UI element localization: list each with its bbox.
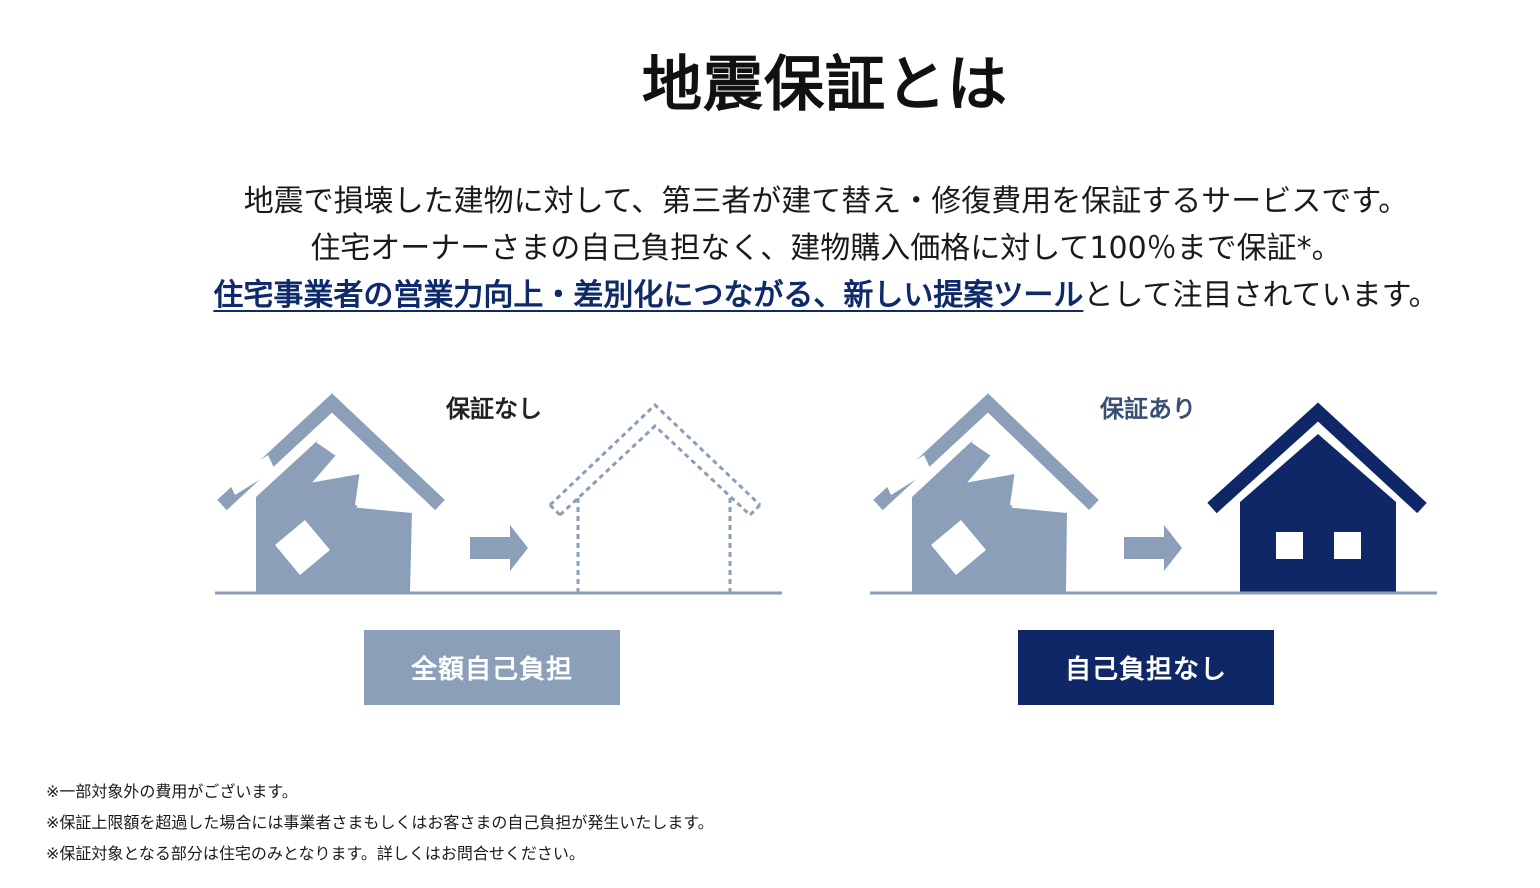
no-self-pay-box: 自己負担なし — [1018, 630, 1274, 705]
intro-line-3-rest: として注目されています。 — [1083, 278, 1439, 313]
footnote-1: ※一部対象外の費用がございます。 — [46, 782, 298, 801]
footnote-2: ※保証上限額を超過した場合には事業者さまもしくはお客さまの自己負担が発生いたしま… — [46, 813, 714, 832]
with-guarantee-label: 保証あり — [1100, 395, 1196, 423]
full-self-pay-box: 全額自己負担 — [364, 630, 620, 705]
footnote-3: ※保証対象となる部分は住宅のみとなります。詳しくはお問合せください。 — [46, 844, 585, 863]
comparison-illustration — [0, 380, 1540, 720]
intro-line-2: 住宅オーナーさまの自己負担なく、建物購入価格に対して100％まで保証*。 — [310, 231, 1342, 266]
rebuilt-house-icon — [1207, 402, 1427, 592]
damaged-house-icon-right — [873, 393, 1099, 592]
without-guarantee-label: 保証なし — [446, 395, 542, 423]
intro-text: 地震で損壊した建物に対して、第三者が建て替え・修復費用を保証するサービスです。 … — [0, 178, 1540, 319]
arrow-icon-left — [470, 525, 528, 571]
intro-line-1: 地震で損壊した建物に対して、第三者が建て替え・修復費用を保証するサービスです。 — [243, 184, 1409, 219]
damaged-house-icon-left — [217, 393, 445, 592]
intro-line-3: 住宅事業者の営業力向上・差別化につながる、新しい提案ツールとして注目されています… — [0, 272, 1540, 319]
page-title: 地震保証とは — [642, 50, 1008, 120]
footnotes: ※一部対象外の費用がございます。 ※保証上限額を超過した場合には事業者さまもしく… — [46, 776, 714, 869]
empty-house-outline-icon — [548, 402, 762, 592]
comparison-graphic — [215, 393, 1437, 595]
intro-highlight: 住宅事業者の営業力向上・差別化につながる、新しい提案ツール — [213, 278, 1084, 313]
arrow-icon-right — [1124, 525, 1182, 571]
